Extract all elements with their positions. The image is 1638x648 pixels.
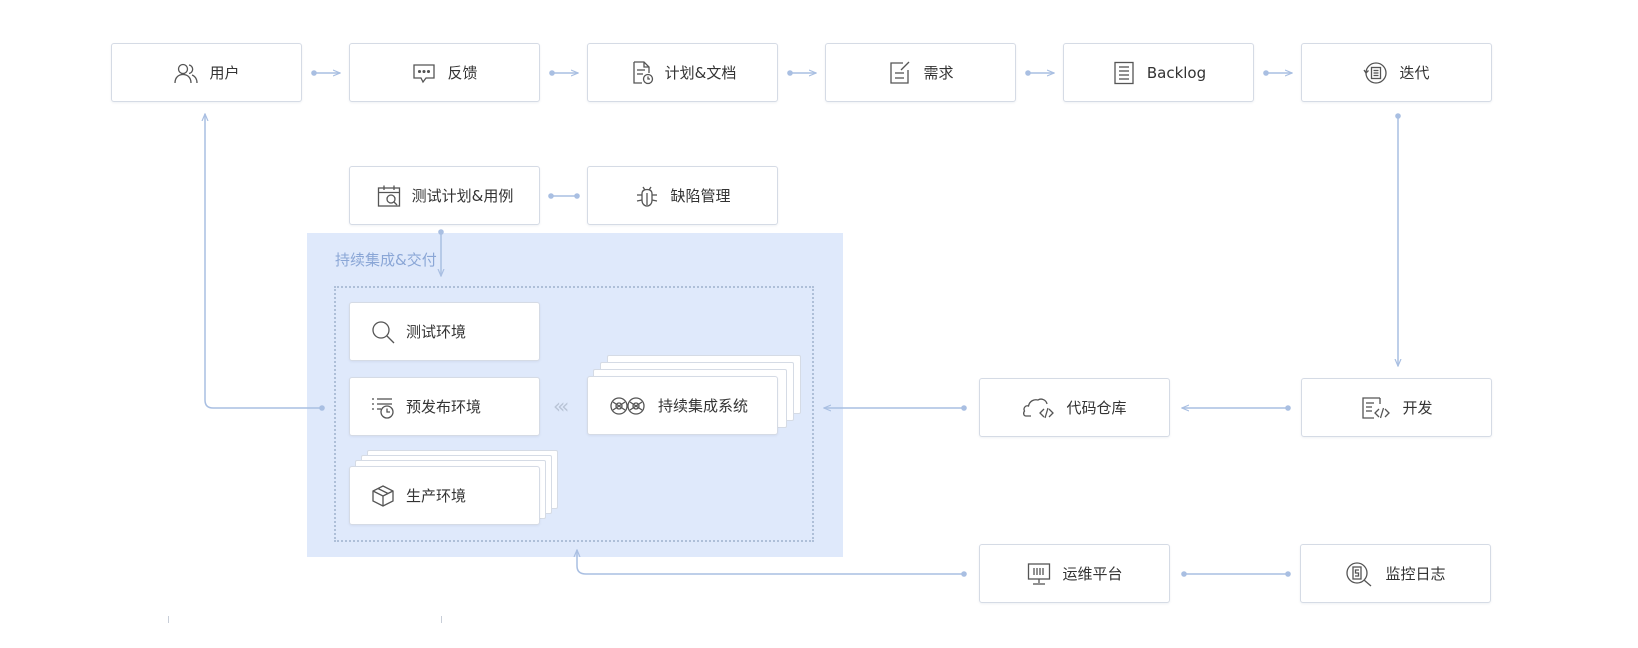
test-plan-label: 测试计划&用例 — [411, 187, 514, 205]
test-env-node[interactable]: 测试环境 — [349, 302, 540, 361]
bug-icon — [634, 183, 660, 209]
magnifier-log-icon — [1345, 561, 1375, 587]
users-icon — [173, 60, 199, 86]
develop-node[interactable]: 开发 — [1301, 378, 1492, 437]
iteration-label: 迭代 — [1399, 64, 1430, 82]
backlog-node[interactable]: Backlog — [1063, 43, 1254, 102]
calendar-check-icon — [376, 183, 402, 209]
feedback-node[interactable]: 反馈 — [349, 43, 540, 102]
plan-docs-node[interactable]: 计划&文档 — [587, 43, 778, 102]
iteration-node[interactable]: 迭代 — [1301, 43, 1492, 102]
defects-node[interactable]: 缺陷管理 — [587, 166, 778, 225]
ci-system-label: 持续集成系统 — [658, 397, 749, 415]
cloud-code-icon — [1022, 395, 1056, 421]
code-repo-node[interactable]: 代码仓库 — [979, 378, 1170, 437]
monitoring-node[interactable]: 监控日志 — [1300, 544, 1491, 603]
monitor-icon — [1026, 561, 1052, 587]
gears-icon — [608, 393, 648, 419]
search-icon — [370, 319, 396, 345]
flow-chevrons: «‹ — [553, 394, 569, 418]
chat-icon — [411, 60, 437, 86]
staging-env-label: 预发布环境 — [406, 398, 482, 416]
requirement-node[interactable]: 需求 — [825, 43, 1016, 102]
user-node[interactable]: 用户 — [111, 43, 302, 102]
connector-staging-user — [205, 114, 322, 409]
ops-platform-node[interactable]: 运维平台 — [979, 544, 1170, 603]
list-icon — [1111, 60, 1137, 86]
feedback-label: 反馈 — [447, 64, 478, 82]
cycle-icon — [1363, 60, 1389, 86]
requirement-label: 需求 — [923, 64, 954, 82]
package-icon — [370, 483, 396, 509]
code-repo-label: 代码仓库 — [1066, 399, 1127, 417]
code-doc-icon — [1360, 395, 1392, 421]
plan-docs-label: 计划&文档 — [664, 64, 737, 82]
footer-tick — [168, 616, 169, 623]
list-clock-icon — [370, 394, 396, 420]
test-env-label: 测试环境 — [406, 323, 467, 341]
edit-note-icon — [887, 60, 913, 86]
prod-env-label: 生产环境 — [406, 487, 467, 505]
test-plan-node[interactable]: 测试计划&用例 — [349, 166, 540, 225]
ops-platform-label: 运维平台 — [1062, 565, 1123, 583]
develop-label: 开发 — [1402, 399, 1433, 417]
monitoring-label: 监控日志 — [1385, 565, 1446, 583]
ci-cd-zone-title: 持续集成&交付 — [335, 251, 437, 269]
user-label: 用户 — [209, 64, 240, 82]
staging-env-node[interactable]: 预发布环境 — [349, 377, 540, 436]
ci-environment-group — [334, 286, 814, 542]
backlog-label: Backlog — [1146, 63, 1207, 82]
document-clock-icon — [629, 60, 655, 86]
ci-system-node[interactable]: 持续集成系统 — [587, 376, 778, 435]
footer-tick — [441, 616, 442, 623]
prod-env-node[interactable]: 生产环境 — [349, 466, 540, 525]
defects-label: 缺陷管理 — [670, 187, 731, 205]
